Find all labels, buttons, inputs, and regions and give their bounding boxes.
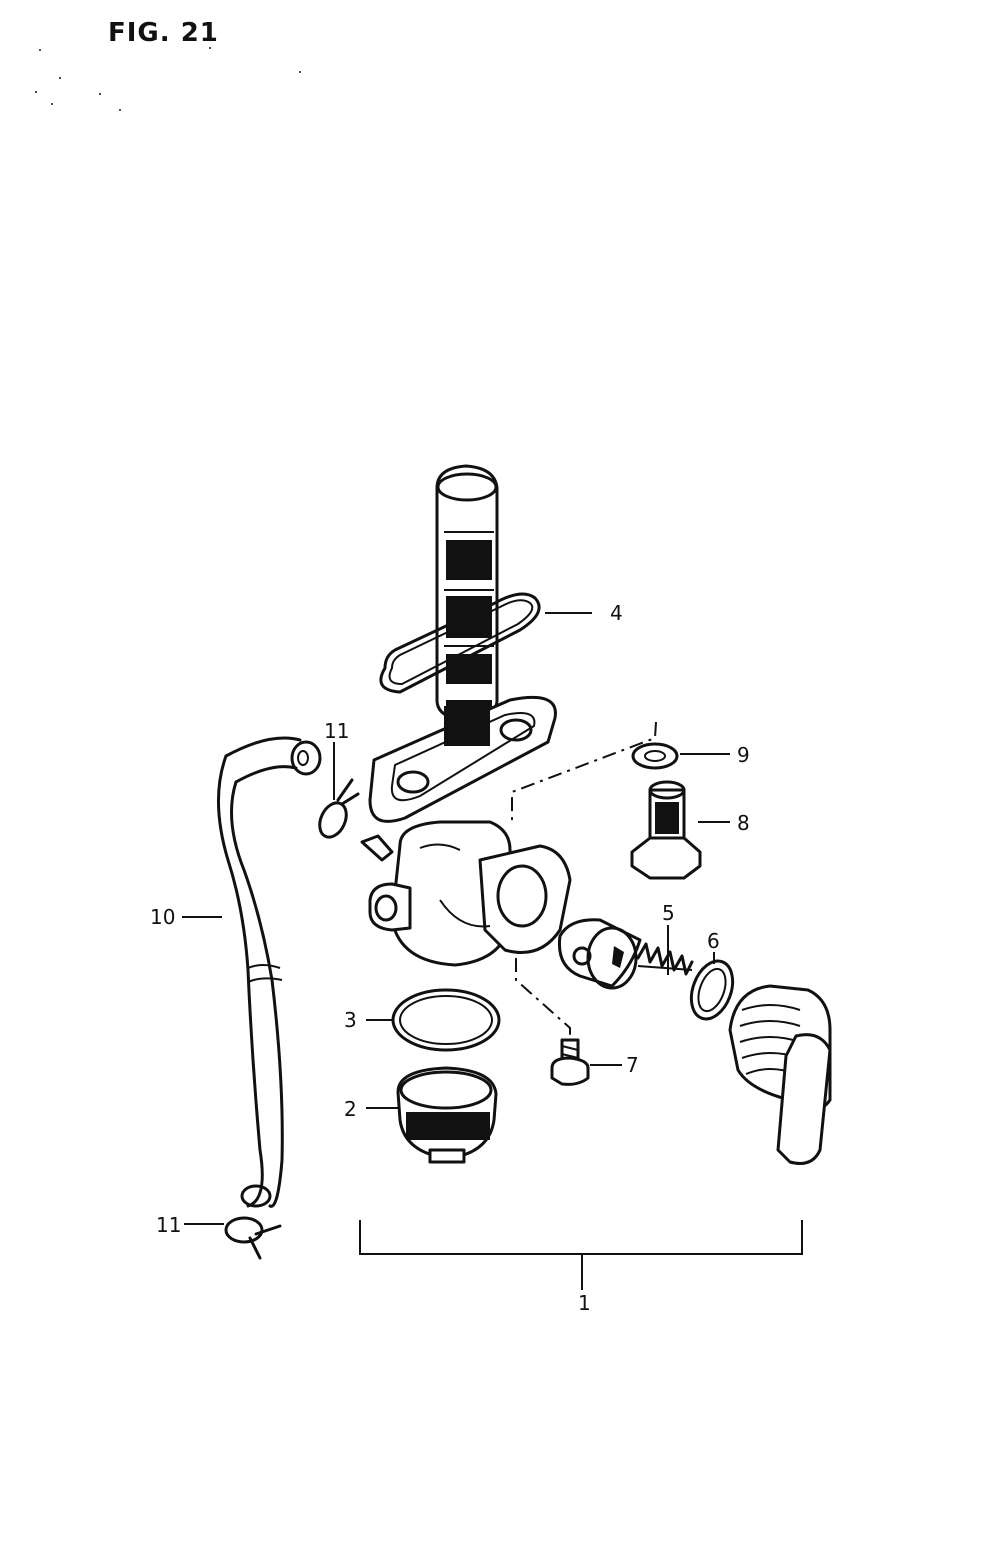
hose-clip-lower bbox=[224, 1216, 282, 1260]
valve-core bbox=[557, 918, 642, 990]
callout-8: 8 bbox=[737, 811, 750, 835]
callout-10: 10 bbox=[150, 905, 175, 929]
figure-title: FIG. 21 bbox=[108, 18, 219, 48]
fuel-hose bbox=[216, 736, 322, 1208]
screw bbox=[550, 1038, 590, 1086]
filter-gasket bbox=[379, 592, 541, 694]
callout-3: 3 bbox=[344, 1008, 357, 1032]
callout-4: 4 bbox=[610, 601, 623, 625]
callout-11-upper: 11 bbox=[324, 719, 349, 743]
bolt bbox=[630, 780, 702, 880]
washer bbox=[631, 742, 679, 770]
scan-noise bbox=[35, 47, 301, 111]
mounting-flange bbox=[368, 695, 557, 823]
spring bbox=[636, 942, 694, 976]
sediment-cup bbox=[396, 1066, 498, 1164]
callouts: 1 2 3 4 5 6 7 8 9 10 11 11 bbox=[150, 601, 750, 1315]
callout-2: 2 bbox=[344, 1097, 357, 1121]
leader-lines bbox=[182, 612, 803, 1290]
callout-9: 9 bbox=[737, 743, 750, 767]
valve-lever bbox=[728, 984, 832, 1165]
callout-11-lower: 11 bbox=[156, 1213, 181, 1237]
o-ring bbox=[391, 988, 501, 1052]
hose-clip-upper bbox=[318, 778, 360, 839]
seal-ring bbox=[689, 959, 735, 1021]
callout-1: 1 bbox=[578, 1291, 591, 1315]
valve-body bbox=[360, 820, 572, 967]
callout-6: 6 bbox=[707, 929, 720, 953]
callout-5: 5 bbox=[662, 901, 675, 925]
callout-7: 7 bbox=[626, 1053, 639, 1077]
